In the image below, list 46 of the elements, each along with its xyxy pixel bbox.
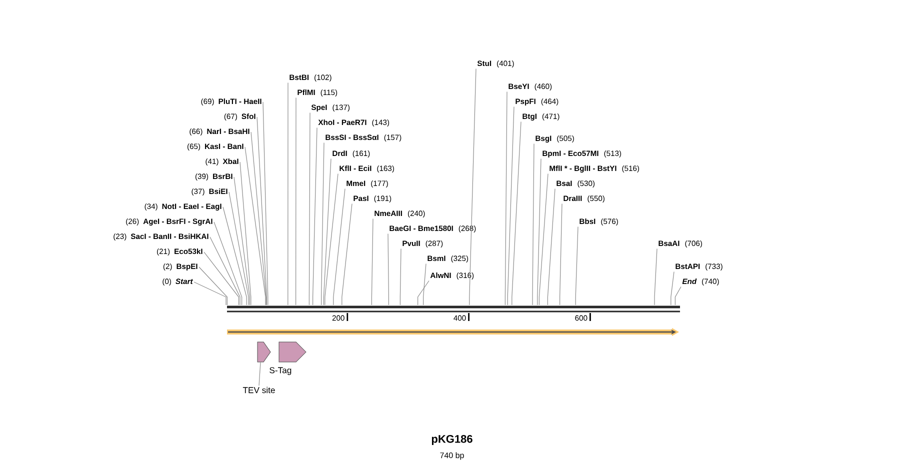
feature-label: TEV site — [242, 386, 275, 394]
leader-line — [214, 222, 242, 306]
leader-line — [469, 68, 476, 306]
leader-line — [323, 158, 332, 306]
leader-line — [507, 106, 514, 306]
leader-line — [204, 252, 239, 306]
sequence-track — [227, 328, 679, 336]
leader-line — [547, 188, 556, 306]
leader-line — [504, 91, 508, 306]
leader-line — [234, 176, 250, 306]
leader-line — [312, 127, 318, 306]
leader-line — [388, 233, 389, 306]
leader-line — [333, 188, 346, 306]
leader-line — [210, 236, 240, 306]
leader-line — [250, 132, 266, 306]
map-caption: 740 bp — [440, 452, 464, 460]
leader-line — [670, 271, 674, 306]
leader-line — [258, 362, 261, 386]
leader-line — [400, 248, 402, 306]
leader-line — [560, 203, 562, 306]
leader-line — [240, 162, 252, 306]
feature-block — [257, 342, 271, 362]
leader-line — [321, 142, 324, 306]
leader-line — [423, 263, 426, 306]
leader-line — [371, 218, 374, 306]
feature-block — [278, 342, 306, 362]
leader-line — [674, 286, 682, 306]
leader-line — [575, 226, 578, 306]
leader-line — [532, 143, 534, 306]
leader-line — [222, 206, 247, 306]
leader-line — [418, 280, 430, 306]
leader-line — [342, 203, 352, 306]
feature-label: S-Tag — [270, 367, 292, 375]
leader-line — [537, 158, 542, 306]
leader-line — [198, 266, 228, 306]
leader-line — [228, 192, 249, 306]
leader-line — [538, 173, 548, 306]
leader-line — [324, 173, 338, 306]
map-title: pKG186 — [432, 435, 472, 445]
leader-line — [512, 121, 522, 306]
leader-line — [654, 248, 658, 306]
leader-line — [308, 112, 310, 306]
leader-line — [244, 146, 266, 306]
leader-line — [256, 116, 267, 306]
leader-line — [262, 102, 268, 306]
leader-line — [194, 282, 226, 306]
